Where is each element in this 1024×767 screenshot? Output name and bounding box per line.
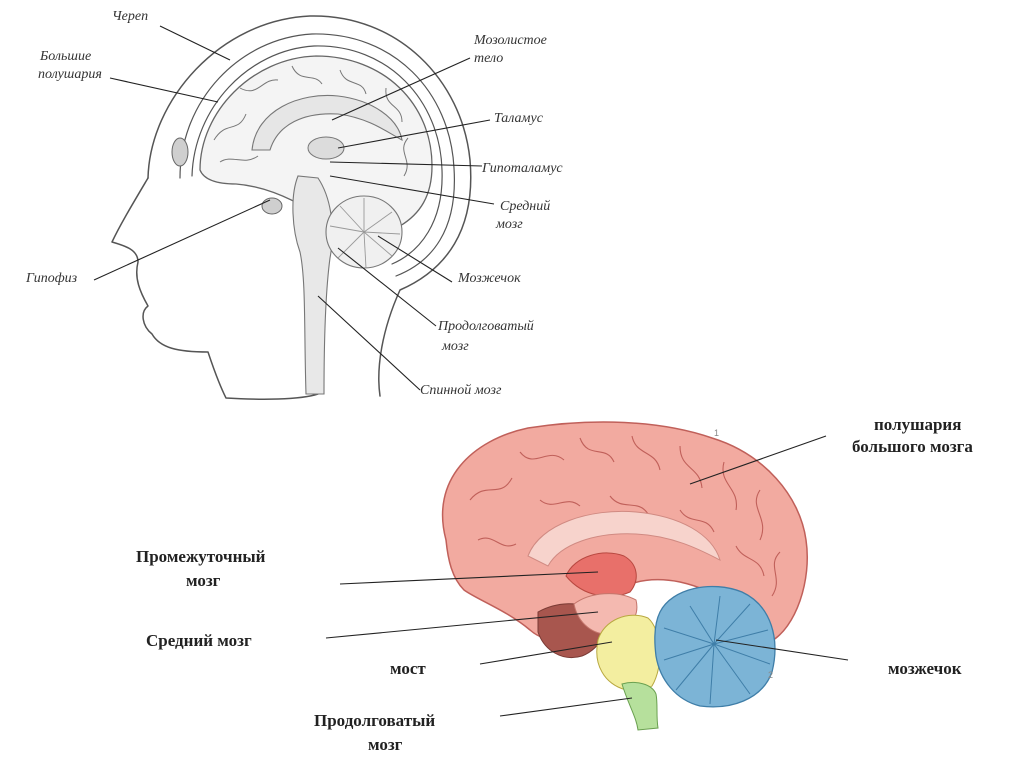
head-profile xyxy=(111,177,319,400)
medulla-shape xyxy=(621,681,659,731)
cerebellum-shape xyxy=(325,195,403,269)
label-medulla-bottom-line1: Продолговатый xyxy=(314,711,435,730)
label-diencephalon-line1: Промежуточный xyxy=(136,547,266,566)
label-medulla-line1: Продолговатый xyxy=(437,319,534,334)
label-midbrain-line2: мозг xyxy=(495,217,523,232)
cerebellum-color xyxy=(654,585,776,708)
label-hemispheres-line2: полушария xyxy=(38,67,102,82)
pituitary-shape xyxy=(261,197,283,215)
label-thalamus: Таламус xyxy=(494,111,544,126)
top-labels: Череп Большие полушария Мозолистое тело … xyxy=(25,9,563,398)
label-hemispheres-line1: Большие xyxy=(39,49,91,64)
label-hypothalamus: Гипоталамус xyxy=(481,161,563,176)
label-cerebral-hemispheres-line1: полушария xyxy=(874,415,961,434)
label-corpus-callosum-line2: тело xyxy=(474,51,503,66)
label-medulla-line2: мозг xyxy=(441,339,469,354)
label-cerebellum: Мозжечок xyxy=(457,271,521,286)
figure-number-2: 2 xyxy=(768,670,773,680)
color-brain-diagram: 1 2 полушария большого мозга Промежуточн… xyxy=(136,415,973,754)
label-midbrain-bottom: Средний мозг xyxy=(146,631,252,650)
brainstem-shape xyxy=(292,175,333,395)
label-midbrain-line1: Средний xyxy=(500,199,550,214)
gyri-lines xyxy=(213,65,409,177)
skull-wall-inner xyxy=(191,45,443,265)
corpus-callosum-shape xyxy=(251,94,403,151)
ear xyxy=(171,137,189,167)
label-diencephalon-line2: мозг xyxy=(186,571,221,590)
pons-shape xyxy=(596,614,661,692)
top-leader-lines xyxy=(93,25,495,391)
label-spinal-cord: Спинной мозг xyxy=(420,383,502,398)
bottom-leader-lines xyxy=(325,435,849,717)
label-skull: Череп xyxy=(112,9,148,24)
label-pons: мост xyxy=(390,659,426,678)
label-corpus-callosum-line1: Мозолистое xyxy=(473,33,547,48)
corpus-callosum-color xyxy=(527,510,721,567)
label-pituitary: Гипофиз xyxy=(25,271,78,286)
thalamus-shape xyxy=(307,136,345,160)
figure-number-1: 1 xyxy=(714,428,719,438)
label-medulla-bottom-line2: мозг xyxy=(368,735,403,754)
bottom-labels: полушария большого мозга Промежуточный м… xyxy=(136,415,973,754)
label-cerebral-hemispheres-line2: большого мозга xyxy=(852,437,973,456)
label-cerebellum-bottom: мозжечок xyxy=(888,659,962,678)
cortex-gyri xyxy=(469,435,781,597)
head-section-diagram: Череп Большие полушария Мозолистое тело … xyxy=(25,9,563,400)
skull-wall xyxy=(179,33,455,277)
